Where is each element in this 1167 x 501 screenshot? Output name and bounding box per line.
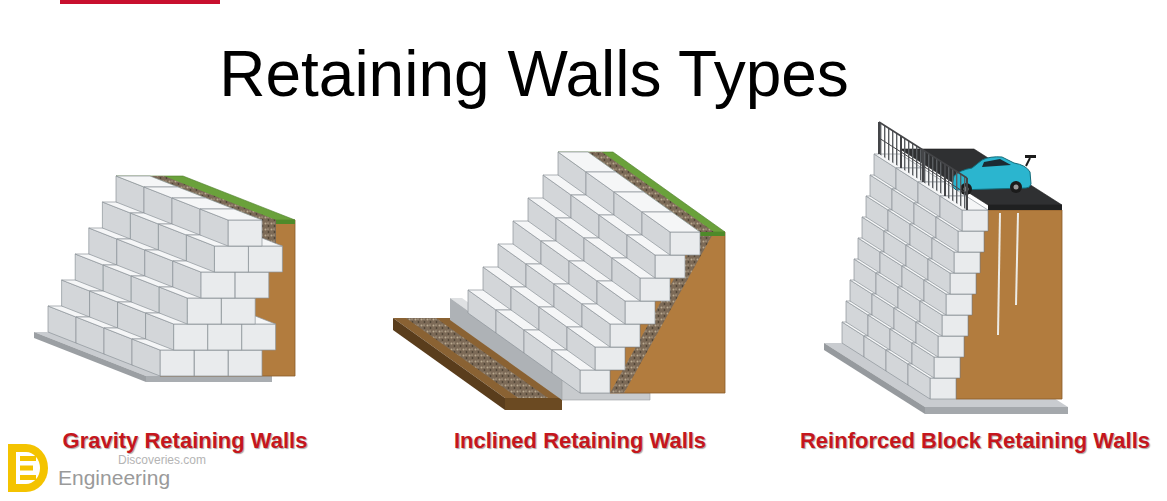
figure-caption: Inclined Retaining Walls	[454, 428, 706, 454]
gravity-wall-figure	[34, 176, 295, 382]
fence-part	[879, 122, 967, 210]
fence-part	[879, 138, 967, 194]
header-fragment	[60, 0, 220, 4]
fence-part	[900, 136, 902, 168]
reinforced-wall-figure-part	[1016, 213, 1018, 305]
watermark-logo-part	[20, 466, 33, 471]
gravity-wall-figure-part	[200, 209, 262, 246]
reinforced-wall-figure-part	[925, 407, 1068, 414]
car-part	[1025, 155, 1036, 158]
inclined-wall-figure-part	[642, 212, 700, 255]
page-title: Retaining Walls Types	[219, 42, 849, 106]
car-part	[1010, 181, 1022, 193]
reinforced-wall-figure-part	[998, 213, 1000, 335]
watermark-logo	[8, 444, 48, 492]
gravity-wall-figure-part	[146, 376, 272, 382]
watermark-logo-part	[20, 475, 36, 480]
figure-caption: Gravity Retaining Walls	[63, 428, 308, 454]
car-part	[1014, 185, 1019, 190]
watermark-logo-part	[16, 452, 40, 484]
car-part	[1026, 158, 1030, 166]
inclined-wall-figure-part	[700, 232, 725, 236]
reinforced-wall-figure-part	[988, 205, 1062, 210]
inclined-wall-figure	[393, 152, 725, 410]
car-part	[982, 159, 1011, 167]
fence-part	[944, 164, 946, 196]
fence-part	[966, 178, 968, 210]
watermark-text: Discoveries.com	[118, 454, 206, 467]
watermark-logo-part	[20, 456, 36, 461]
inclined-wall-figure-part	[505, 398, 562, 410]
watermark-logo-part	[8, 444, 48, 492]
fence-part	[878, 122, 880, 154]
figure-caption: Reinforced Block Retaining Walls	[800, 428, 1150, 454]
fence	[879, 122, 967, 210]
watermark-text: Engineering	[58, 467, 170, 489]
reinforced-wall-figure	[824, 122, 1068, 414]
fence-part	[922, 150, 924, 182]
